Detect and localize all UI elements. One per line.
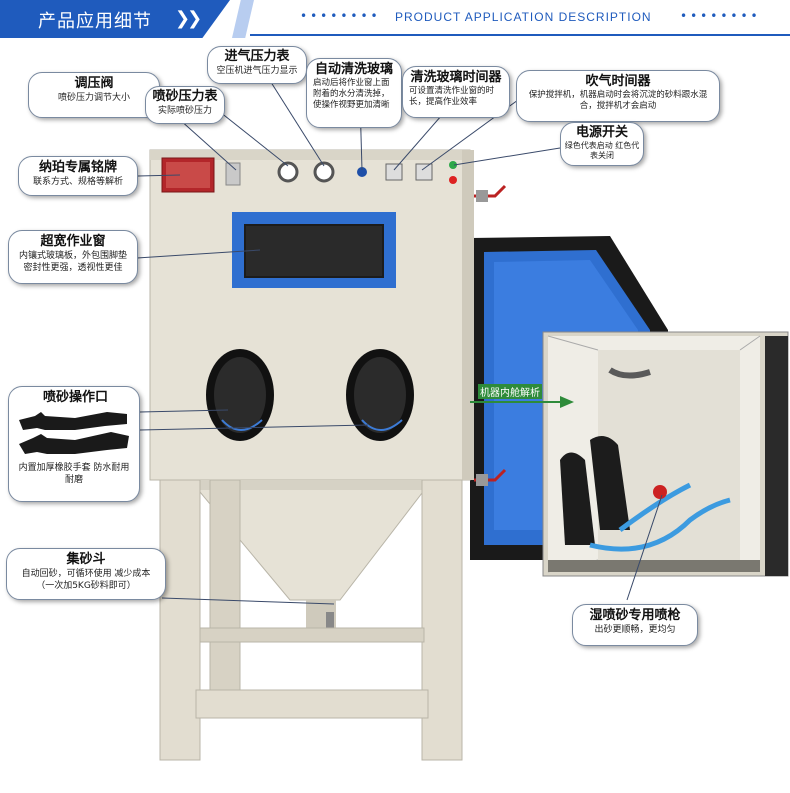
- page-header: 产品应用细节 ❯❯ •••••••• PRODUCT APPLICATION D…: [0, 0, 790, 40]
- callout-desc: 保护搅拌机，机器启动时会将沉淀的砂料跟水混合，搅拌机才会启动: [528, 90, 708, 111]
- callout-desc: 内镶式玻璃板，外包围脚垫密封性更强，透视性更佳: [18, 251, 127, 273]
- chevron-right-icon: ❯❯: [175, 8, 202, 29]
- callout-desc: 启动后将作业窗上面附着的水分清洗掉，使操作视野更加清晰: [313, 78, 390, 110]
- sand-gauge-dial: [277, 161, 299, 183]
- rubber-gloves-icon: [19, 412, 129, 454]
- callout-desc: 联系方式、规格等解析: [32, 177, 123, 187]
- callout-title: 湿喷砂专用喷枪: [589, 608, 681, 623]
- callout-wet-gun: 湿喷砂专用喷枪 出砂更顺畅，更均匀: [572, 604, 698, 646]
- callout-title: 进气压力表: [224, 49, 290, 64]
- callout-desc: 空压机进气压力显示: [216, 66, 298, 76]
- header-dots-right: ••••••••: [680, 9, 761, 23]
- callout-inlet-gauge: 进气压力表 空压机进气压力显示: [207, 46, 307, 84]
- header-banner: [0, 0, 230, 38]
- header-dots-left: ••••••••: [300, 9, 381, 23]
- callout-pressure-valve: 调压阀 喷砂压力调节大小: [28, 72, 160, 118]
- callout-title: 电源开关: [575, 125, 628, 140]
- callout-wash-timer: 清洗玻璃时间器 可设置清洗作业窗的时长，提高作业效率: [402, 66, 510, 118]
- power-red: [449, 176, 457, 184]
- callout-title: 超宽作业窗: [40, 234, 106, 249]
- callout-title: 调压阀: [74, 76, 114, 91]
- callout-desc: 内置加厚橡胶手套 防水耐用耐磨: [18, 463, 130, 485]
- inner-view-inset: [542, 331, 789, 577]
- callout-desc: 自动回砂，可循环使用 减少成本（一次加5KG砂料即可）: [21, 569, 151, 591]
- callout-title: 喷砂压力表: [152, 89, 218, 104]
- callout-desc: 可设置清洗作业窗的时长，提高作业效率: [409, 86, 495, 107]
- wash-button: [357, 167, 367, 177]
- callout-title: 集砂斗: [66, 552, 106, 567]
- callout-nameplate: 纳珀专属铭牌 联系方式、规格等解析: [18, 156, 138, 196]
- callout-desc: 实际喷砂压力: [157, 106, 212, 116]
- inner-view-label: 机器内舱解析: [478, 384, 542, 399]
- callout-title: 吹气时间器: [585, 74, 651, 89]
- callout-title: 自动清洗玻璃: [314, 62, 393, 77]
- callout-hopper: 集砂斗 自动回砂，可循环使用 减少成本（一次加5KG砂料即可）: [6, 548, 166, 600]
- callout-desc: 喷砂压力调节大小: [57, 93, 130, 103]
- callout-title: 清洗玻璃时间器: [410, 70, 502, 85]
- header-subtitle: PRODUCT APPLICATION DESCRIPTION: [395, 10, 652, 24]
- callout-power-switch: 电源开关 绿色代表启动 红色代表关闭: [560, 122, 644, 166]
- callout-desc: 出砂更顺畅，更均匀: [594, 625, 676, 635]
- cabinet-body: [149, 149, 474, 481]
- callout-title: 喷砂操作口: [43, 390, 109, 405]
- callout-desc: 绿色代表启动 红色代表关闭: [564, 141, 640, 160]
- header-title: 产品应用细节: [38, 11, 152, 32]
- power-green: [449, 161, 457, 169]
- callout-window: 超宽作业窗 内镶式玻璃板，外包围脚垫密封性更强，透视性更佳: [8, 230, 138, 284]
- inlet-gauge-dial: [313, 161, 335, 183]
- callout-title: 纳珀专属铭牌: [38, 160, 117, 175]
- header-underline: [250, 34, 790, 36]
- callout-blow-timer: 吹气时间器 保护搅拌机，机器启动时会将沉淀的砂料跟水混合，搅拌机才会启动: [516, 70, 720, 122]
- callout-sand-gauge: 喷砂压力表 实际喷砂压力: [145, 86, 225, 124]
- callout-auto-wash: 自动清洗玻璃 启动后将作业窗上面附着的水分清洗掉，使操作视野更加清晰: [306, 58, 402, 128]
- callout-gloves-port: 喷砂操作口 内置加厚橡胶手套 防水耐用耐磨: [8, 386, 140, 502]
